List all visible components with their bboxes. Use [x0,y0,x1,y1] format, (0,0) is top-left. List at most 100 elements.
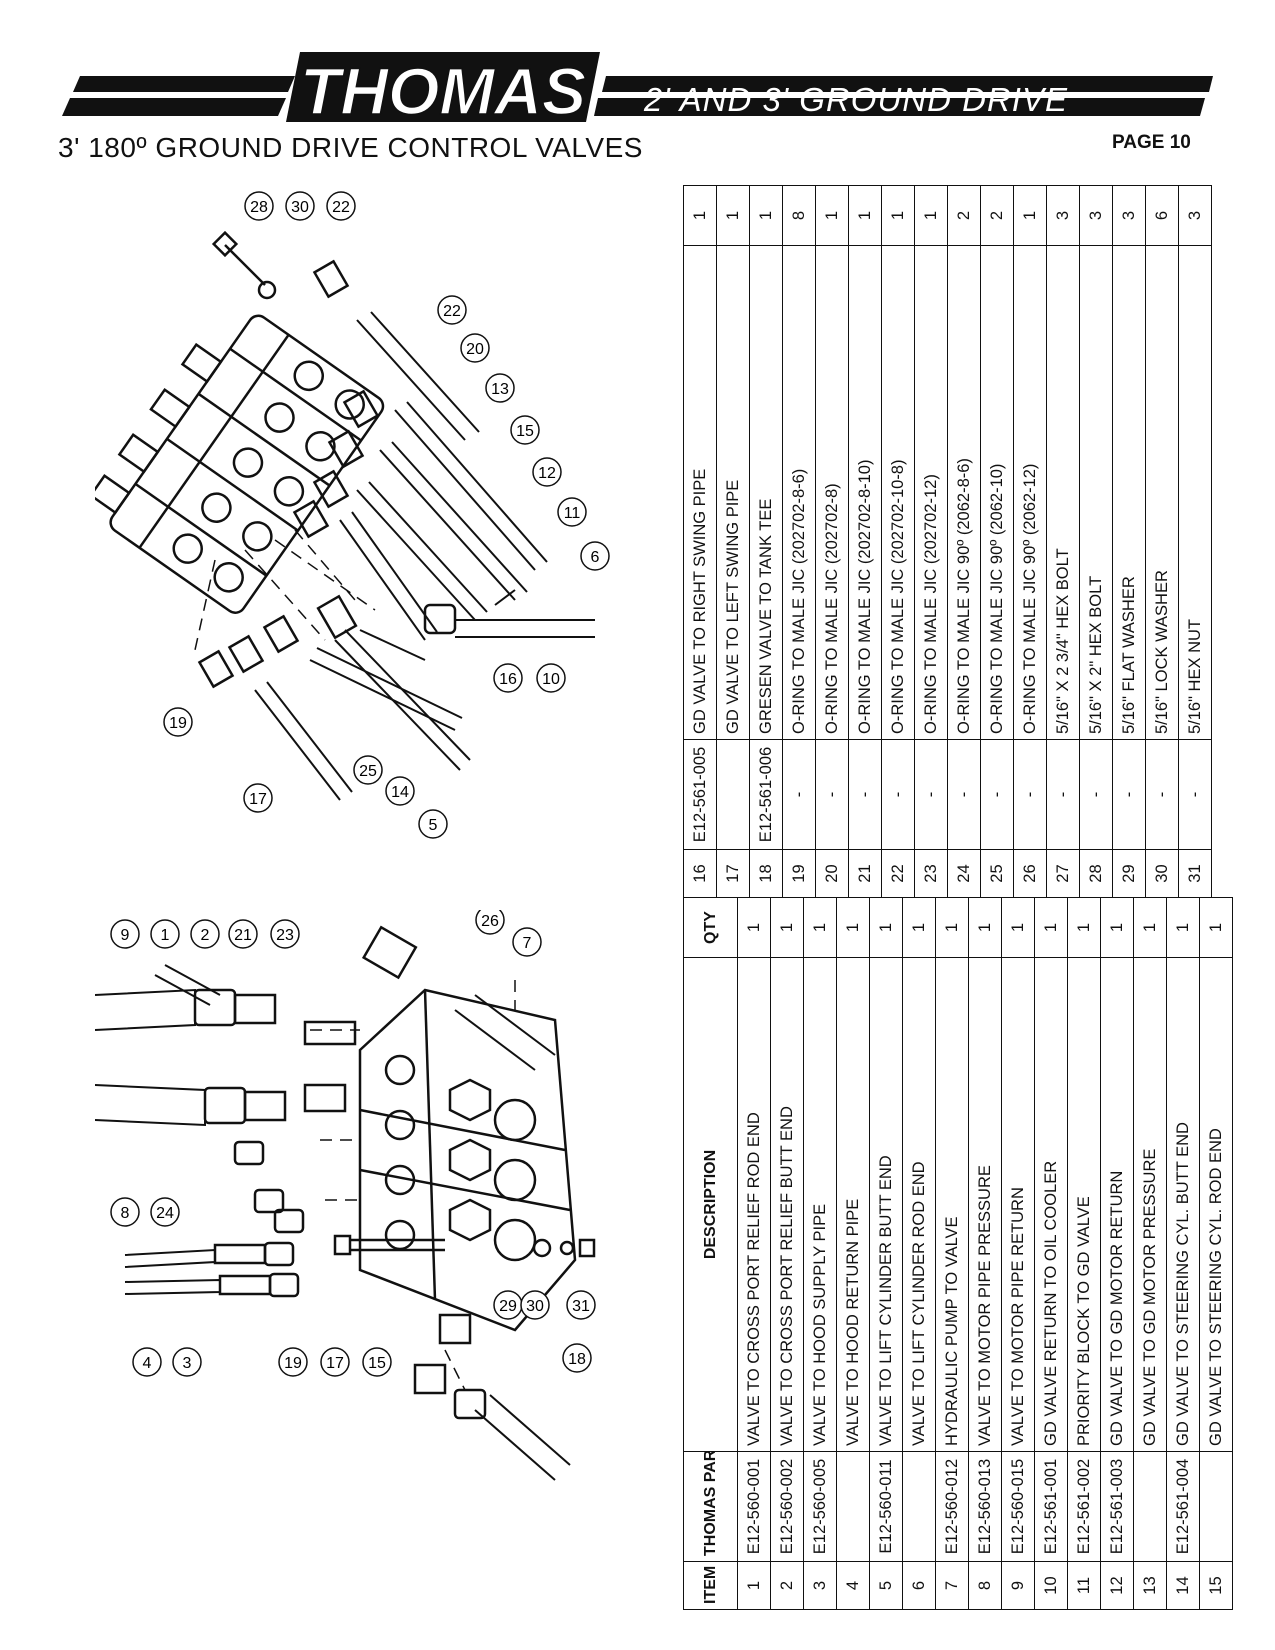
part-cell [1199,1451,1233,1562]
part-cell: - [1079,739,1113,850]
part-cell: - [947,739,981,850]
qty-cell: 1 [1013,185,1047,246]
qty-cell: 1 [1199,897,1233,958]
washer [532,1238,552,1258]
part-cell: - [815,739,849,850]
part-cell: - [1046,739,1080,850]
part-cell: - [980,739,1014,850]
item-cell: 8 [968,1561,1002,1610]
item-cell: 12 [1100,1561,1134,1610]
svg-text:20: 20 [466,341,484,358]
callout: 1 [150,919,180,949]
description-cell: GD VALVE TO GD MOTOR PRESSURE [1133,957,1167,1452]
callout: 9 [110,919,140,949]
callout: 8 [110,1197,140,1227]
callout: 3 [172,1347,202,1377]
qty-cell: 1 [848,185,882,246]
qty-cell: 1 [737,897,771,958]
svg-text:25: 25 [359,763,377,780]
description-cell: GD VALVE TO RIGHT SWING PIPE [683,245,717,740]
item-cell: 9 [1001,1561,1035,1610]
callout: 15 [510,415,540,445]
qty-cell: 3 [1046,185,1080,246]
col-part: THOMAS PART # [683,1451,738,1562]
item-cell: 11 [1067,1561,1101,1610]
description-cell: O-RING TO MALE JIC 90º (2062-8-6) [947,245,981,740]
part-cell: - [1112,739,1146,850]
description-cell: VALVE TO LIFT CYLINDER BUTT END [869,957,903,1452]
part-cell: E12-561-003 [1100,1451,1134,1562]
col-item: ITEM # [683,1561,738,1610]
description-cell: O-RING TO MALE JIC (202702-10-8) [881,245,915,740]
valve-block [358,988,577,1332]
item-cell: 31 [1178,849,1212,898]
description-cell: GD VALVE TO STEERING CYL. ROD END [1199,957,1233,1452]
part-cell: - [1145,739,1179,850]
svg-text:15: 15 [516,423,534,440]
qty-cell: 1 [815,185,849,246]
hex-bolt [224,244,266,286]
item-cell: 28 [1079,849,1113,898]
item-cell: 25 [980,849,1014,898]
callout: 12 [532,457,562,487]
item-cell: 16 [683,849,717,898]
part-cell: E12-561-002 [1067,1451,1101,1562]
callout: 19 [278,1347,308,1377]
callout: 22 [437,295,467,325]
col-qty: QTY [683,897,738,958]
part-cell: E12-560-005 [803,1451,837,1562]
svg-text:11: 11 [564,505,581,522]
description-cell: VALVE TO CROSS PORT RELIEF ROD END [737,957,771,1452]
svg-text:30: 30 [526,1298,544,1315]
item-cell: 18 [749,849,783,898]
svg-text:18: 18 [568,1351,586,1368]
qty-cell: 1 [683,185,717,246]
bottom-valve-diagram: 9 1 2 21 23 26 7 8 24 4 3 19 17 15 29 30… [95,910,596,1481]
qty-cell: 1 [902,897,936,958]
svg-text:15: 15 [368,1355,386,1372]
col-description: DESCRIPTION [683,957,738,1452]
table-row: 26-O-RING TO MALE JIC 90º (2062-12)1 [1013,185,1047,898]
svg-text:14: 14 [391,784,409,801]
qty-cell: 1 [803,897,837,958]
product-title: 2' AND 3' GROUND DRIVE [643,81,1068,118]
item-cell: 26 [1013,849,1047,898]
hex-nut [578,1238,596,1258]
part-cell: - [914,739,948,850]
assembly-leader [194,529,376,651]
svg-text:5: 5 [429,817,438,834]
callout: 26 [475,910,505,935]
description-cell: 5/16" X 2 3/4" HEX BOLT [1046,245,1080,740]
svg-text:30: 30 [291,199,309,216]
callout: 6 [580,541,610,571]
description-cell: 5/16" FLAT WASHER [1112,245,1146,740]
callout: 14 [385,776,415,806]
banner-left-stripe [62,98,286,116]
item-cell: 27 [1046,849,1080,898]
item-cell: 22 [881,849,915,898]
qty-cell: 3 [1079,185,1113,246]
svg-text:31: 31 [572,1298,590,1315]
item-cell: 1 [737,1561,771,1610]
description-cell: GD VALVE TO STEERING CYL. BUTT END [1166,957,1200,1452]
qty-cell: 2 [947,185,981,246]
part-cell [716,739,750,850]
item-cell: 2 [770,1561,804,1610]
description-cell: VALVE TO MOTOR PIPE PRESSURE [968,957,1002,1452]
page-title: 3' 180º GROUND DRIVE CONTROL VALVES [58,132,643,163]
callout: 30 [520,1290,550,1320]
callout: 4 [132,1347,162,1377]
hose [254,311,595,801]
